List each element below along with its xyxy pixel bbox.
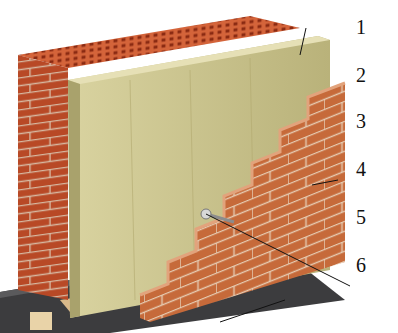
callout-number: 2: [356, 64, 366, 86]
callout-number: 4: [356, 158, 366, 180]
callout-number: 6: [356, 254, 366, 276]
callout-number: 1: [356, 16, 366, 38]
callout-number: 3: [356, 110, 366, 132]
callout-number: 5: [356, 206, 366, 228]
